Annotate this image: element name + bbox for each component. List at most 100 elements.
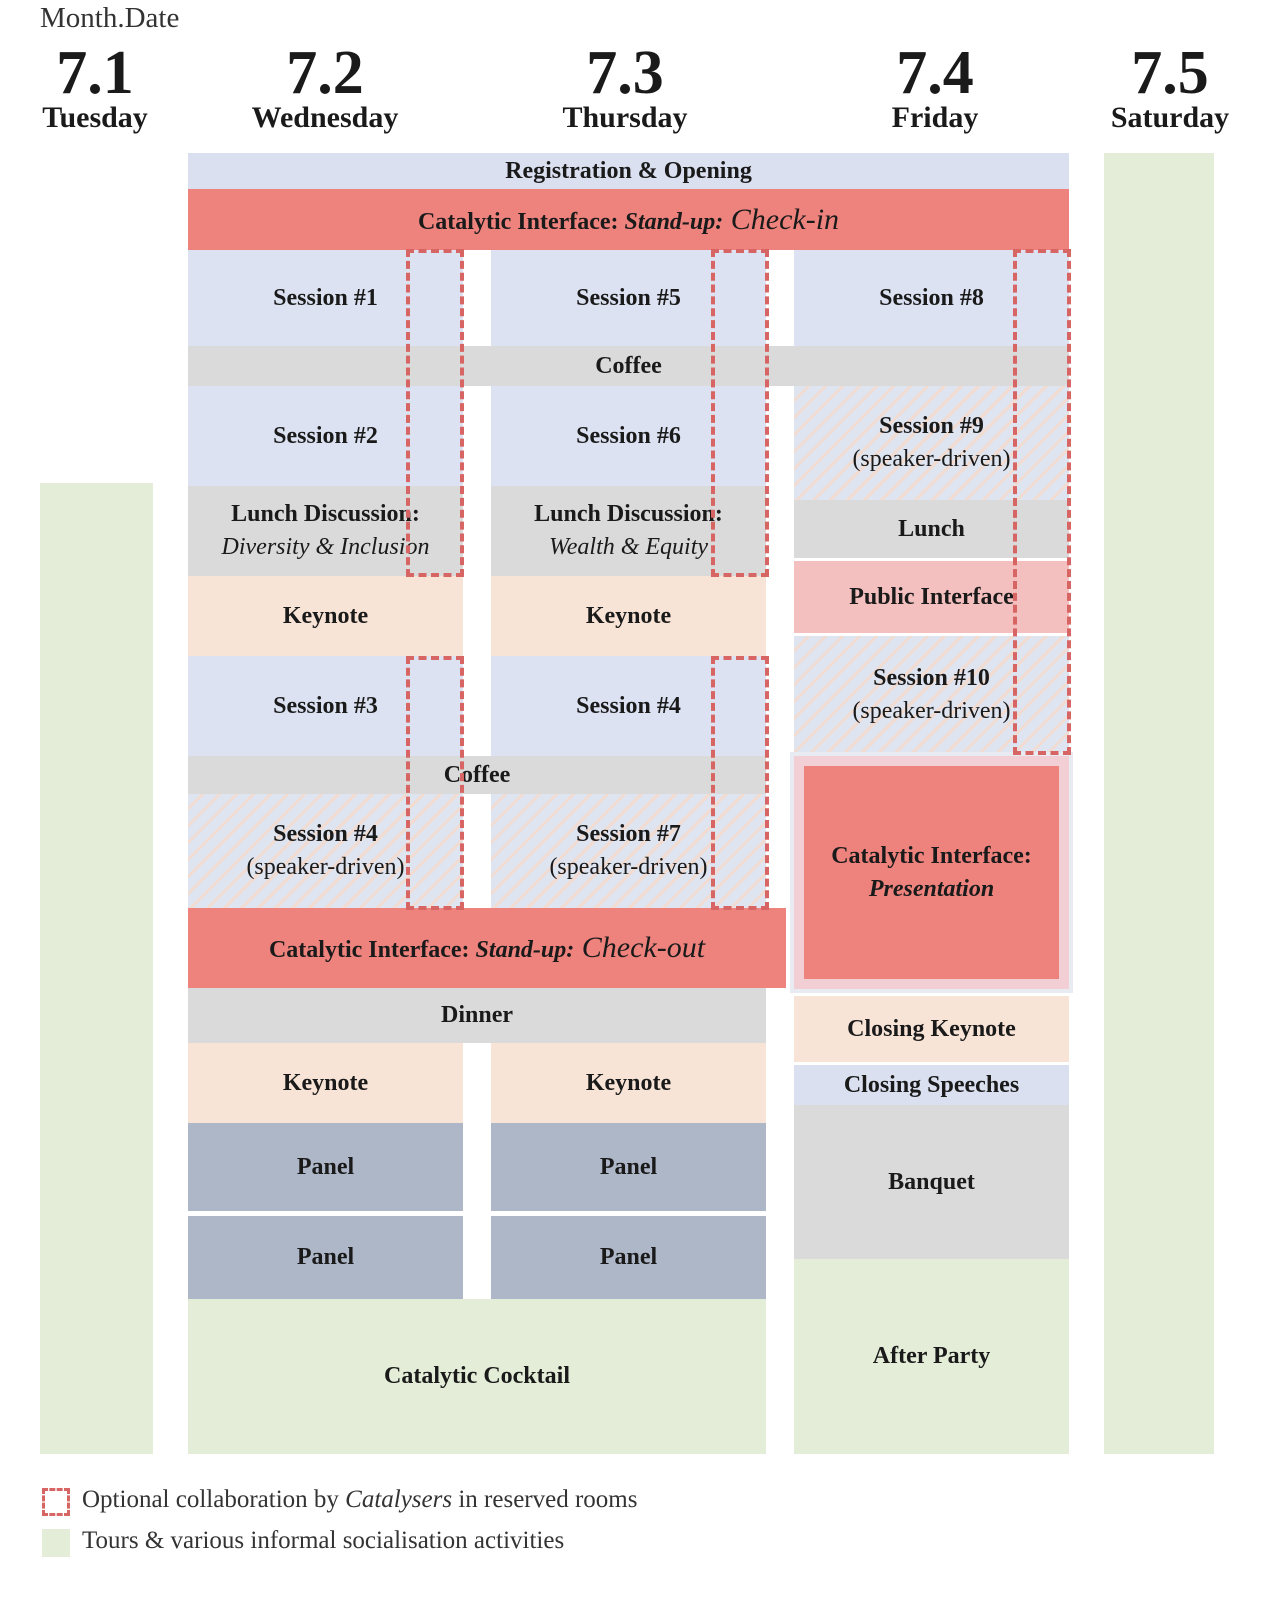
block-label: Session #1 [273,284,378,311]
block-sublabel: (speaker-driven) [549,854,708,880]
day-date: 7.2 [286,39,364,107]
wed-evening-keynote: Keynote [188,1043,463,1123]
block-label: Session #5 [576,284,681,311]
block-label: Panel [599,1244,658,1270]
day-name: Tuesday [42,101,148,134]
fri-session-8: Session #8 [794,250,1069,346]
block-label: Keynote [585,1069,672,1096]
block-label: Dinner [441,1002,513,1028]
optional-room-wed-afternoon [406,656,464,910]
block-sublabel: Diversity & Inclusion [221,534,430,560]
thu-session-7: Session #7 (speaker-driven) [491,794,766,908]
block-label: Closing Speeches [843,1071,1020,1098]
block-label: Registration & Opening [505,157,752,184]
block-sublabel: (speaker-driven) [852,446,1011,472]
fri-session-9: Session #9 (speaker-driven) [794,386,1069,500]
block-label: Keynote [282,1069,369,1096]
saturday-social-column [1104,153,1214,1454]
day-name: Friday [891,101,979,134]
wed-session-3: Session #3 [188,656,463,756]
thu-panel-1: Panel [491,1123,766,1211]
day-header-thursday: 7.3 Thursday [540,39,710,134]
fri-presentation-block: Catalytic Interface: Presentation [804,766,1059,979]
block-label: Banquet [888,1168,975,1195]
month-date-label: Month.Date [40,2,180,34]
block-label: Lunch [898,515,965,542]
wed-session-4: Session #4 (speaker-driven) [188,794,463,908]
optional-room-fri [1013,249,1071,755]
legend-text-part: in reserved rooms [452,1486,638,1513]
day-header-wednesday: 7.2 Wednesday [230,39,420,134]
legend-green-swatch [42,1529,70,1557]
tuesday-social-column [40,483,153,1454]
block-label: Session #9 [879,413,984,439]
block-label-standup: Stand-up: [624,209,724,235]
wed-panel-2: Panel [188,1216,463,1299]
day-name: Wednesday [251,101,399,134]
fri-closing-keynote: Closing Keynote [794,996,1069,1062]
block-label: Panel [296,1153,355,1180]
thu-keynote: Keynote [491,576,766,656]
block-label-script: Check-out [574,931,706,964]
thu-session-6: Session #6 [491,386,766,486]
fri-banquet: Banquet [794,1105,1069,1259]
fri-lunch: Lunch [794,500,1069,558]
block-sublabel: (speaker-driven) [246,854,405,880]
block-label: Session #4 [273,821,378,847]
block-label-script: Check-in [723,203,840,236]
checkin-block: Catalytic Interface: Stand-up: Check-in [188,189,1069,250]
day-header-friday: 7.4 Friday [860,39,1010,134]
wed-panel-1: Panel [188,1123,463,1211]
block-label: Session #7 [576,821,681,847]
block-sublabel: Presentation [868,875,995,902]
thu-lunch-discussion: Lunch Discussion: Wealth & Equity [491,486,766,576]
legend-text-italic: Catalysers [345,1486,453,1513]
block-label: Keynote [282,602,369,629]
day-date: 7.3 [586,39,664,107]
block-label: Catalytic Interface: [268,937,476,963]
block-label: Catalytic Cocktail [384,1363,570,1389]
block-label: Coffee [443,761,511,788]
thu-panel-2: Panel [491,1216,766,1299]
block-sublabel: (speaker-driven) [852,698,1011,724]
optional-room-thu-afternoon [711,656,769,910]
wed-keynote: Keynote [188,576,463,656]
legend-tours-text: Tours & various informal socialisation a… [82,1527,565,1554]
block-label: Session #3 [273,692,378,719]
legend-text-part: Optional collaboration by [82,1486,346,1513]
block-label: Public Interface [849,583,1014,610]
day-name: Saturday [1110,101,1230,134]
optional-room-wed-morning [406,249,464,577]
block-label: Session #10 [873,665,990,691]
wed-session-1: Session #1 [188,250,463,346]
block-label: Lunch Discussion: [231,501,420,527]
fri-session-10: Session #10 (speaker-driven) [794,636,1069,754]
day-date: 7.5 [1131,39,1209,107]
block-label-standup: Stand-up: [475,937,575,963]
block-sublabel: Wealth & Equity [548,534,709,560]
afternoon-coffee-block: Coffee [188,756,766,794]
day-name: Thursday [562,101,688,134]
block-label: Panel [296,1244,355,1270]
optional-room-thu-morning [711,249,769,577]
block-label: Session #8 [879,284,984,311]
block-label: Catalytic Interface: [417,209,625,235]
thu-session-4: Session #4 [491,656,766,756]
block-label: After Party [872,1343,991,1369]
day-date: 7.1 [56,39,134,107]
block-label: Lunch Discussion: [534,501,723,527]
legend-dashed-swatch [42,1488,70,1516]
block-label: Closing Keynote [847,1015,1016,1042]
block-label: Session #4 [576,692,681,719]
dinner-block: Dinner [188,988,766,1043]
day-date: 7.4 [896,39,974,107]
fri-public-interface: Public Interface [794,561,1069,633]
legend-optional-text: Optional collaboration by Catalysers in … [82,1486,637,1514]
morning-coffee-block: Coffee [188,346,1069,386]
block-label: Coffee [595,352,662,379]
thu-session-5: Session #5 [491,250,766,346]
block-label: Catalytic Interface: [831,842,1032,869]
block-label: Session #2 [273,422,378,449]
thu-evening-keynote: Keynote [491,1043,766,1123]
wed-lunch-discussion: Lunch Discussion: Diversity & Inclusion [188,486,463,576]
